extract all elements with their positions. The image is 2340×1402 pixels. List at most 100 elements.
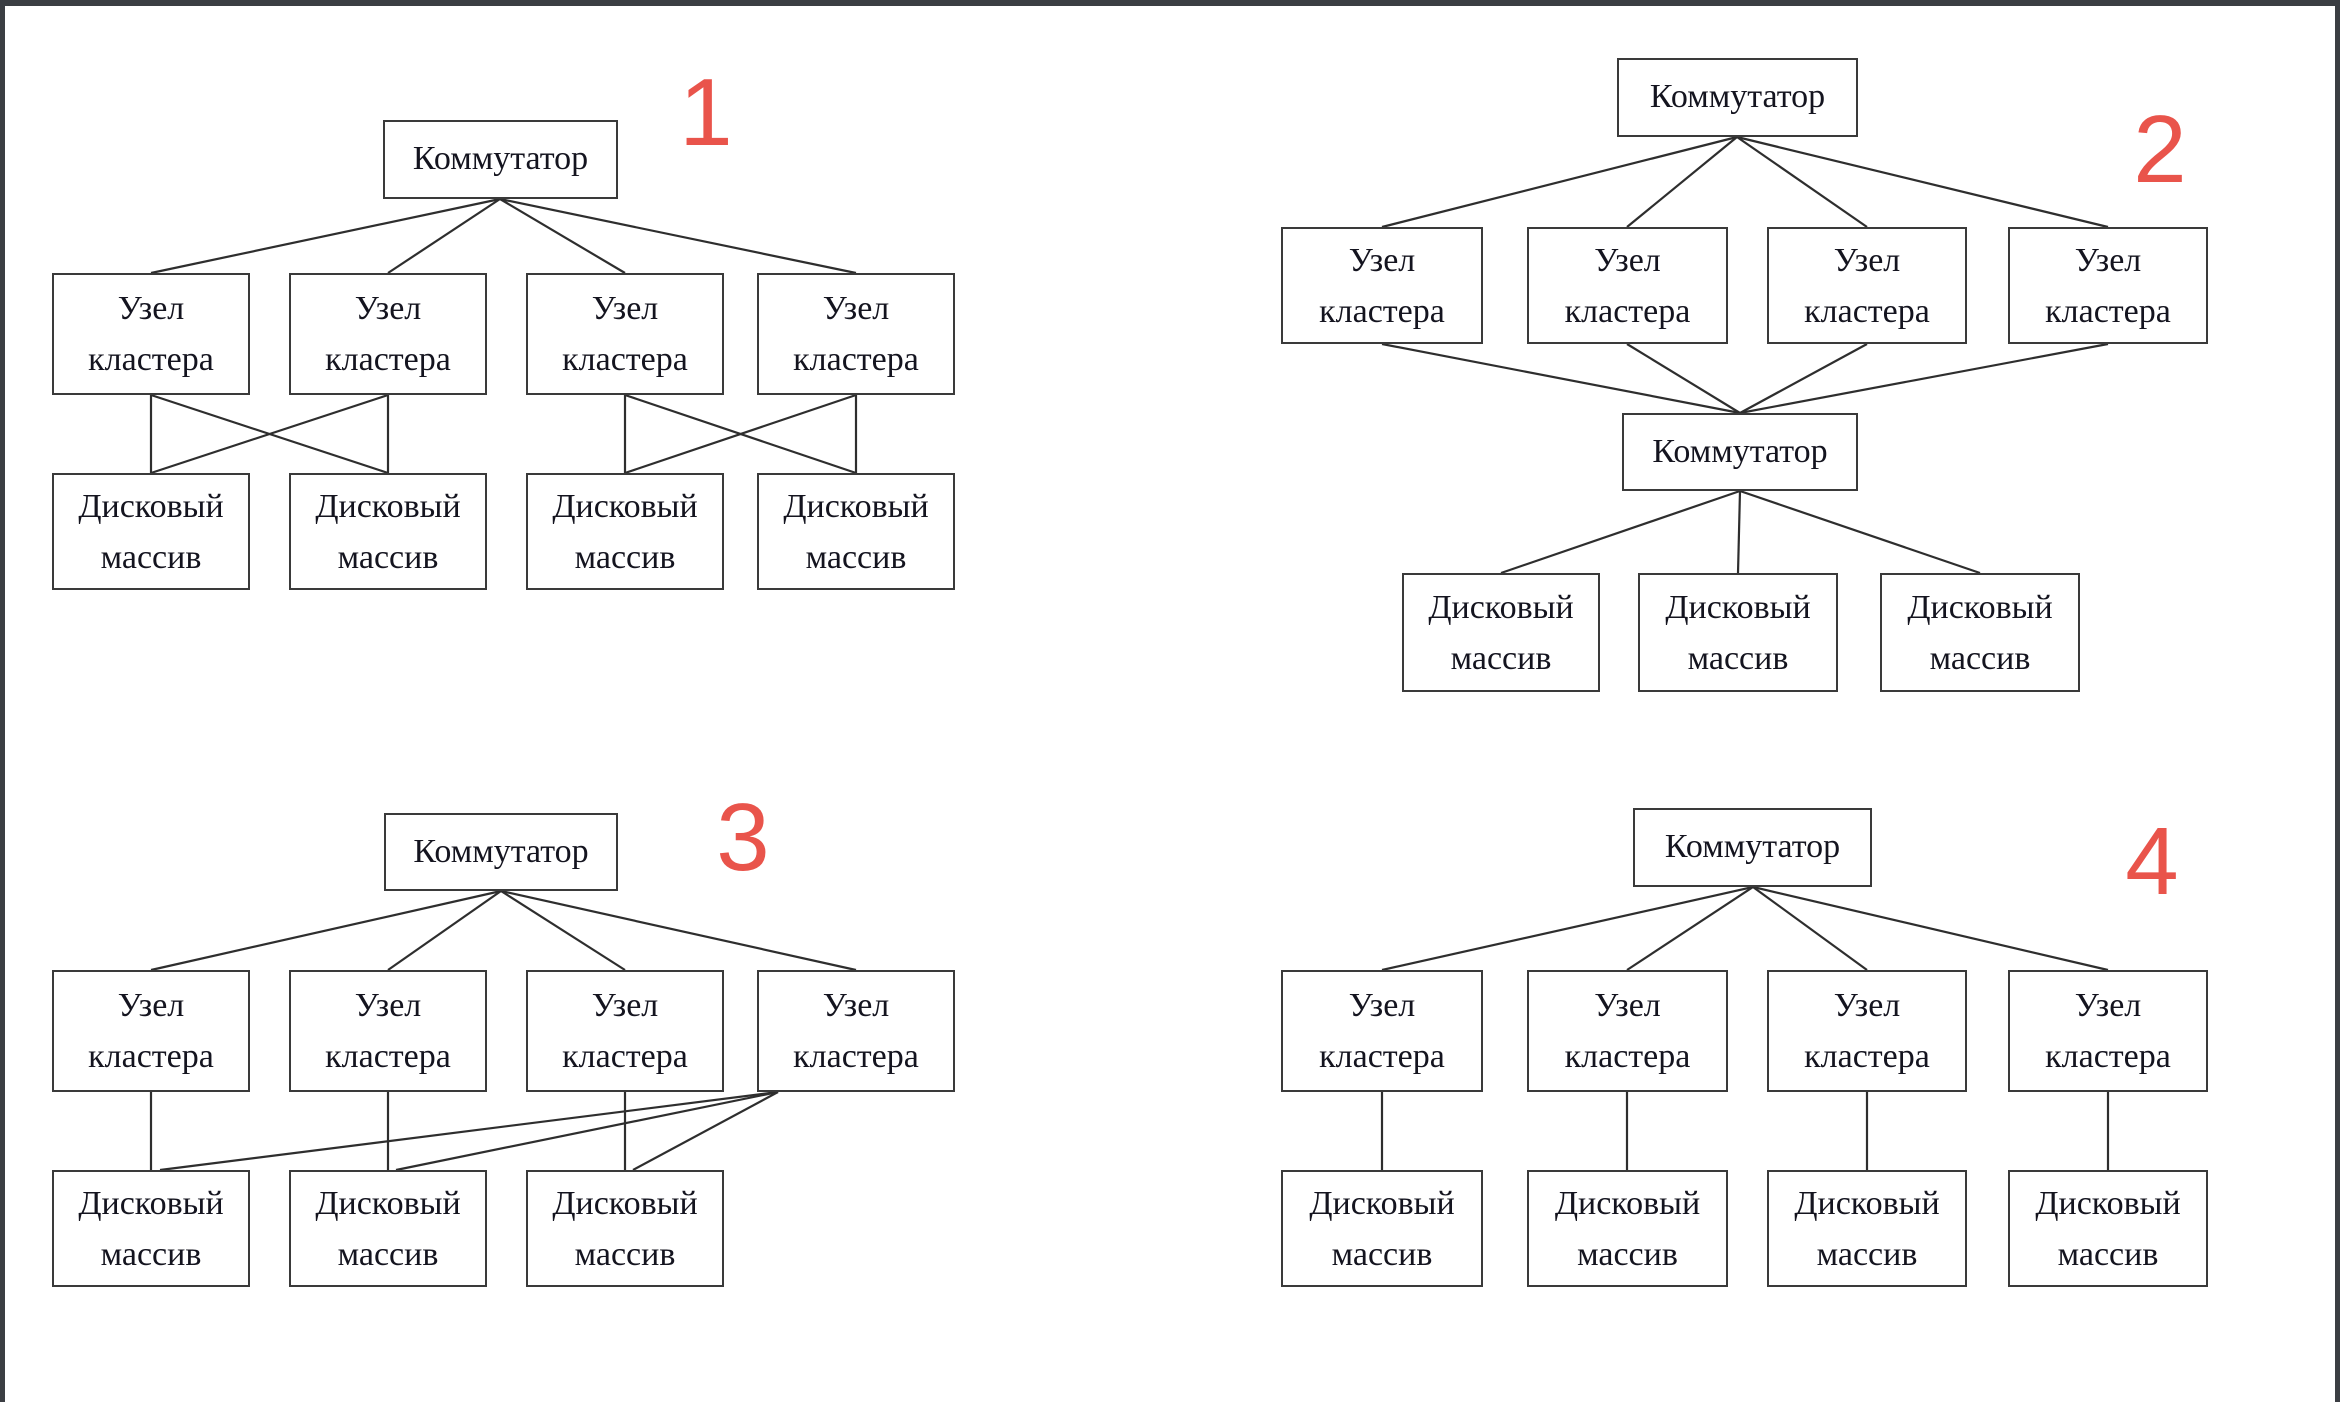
box-disk-array: Дисковый массив — [1880, 573, 2080, 692]
box-cluster-node: Узел кластера — [1767, 227, 1967, 344]
connection-line — [1752, 885, 2109, 972]
box-label: Коммутатор — [1652, 432, 1828, 470]
connection-line — [150, 197, 501, 275]
box-label: Коммутатор — [1664, 828, 1841, 866]
box-label: Коммутатор — [1649, 78, 1826, 116]
box-label: Дисковый массив — [552, 487, 698, 576]
box-label: Узел кластера — [325, 987, 451, 1075]
box-disk-array: Дисковый массив — [1402, 573, 1600, 692]
box-cluster-node: Узел кластера — [757, 970, 955, 1092]
connection-line — [1626, 886, 1754, 971]
box-label: Дисковый массив — [1907, 588, 2053, 677]
box-disk-array: Дисковый массив — [1638, 573, 1838, 692]
box-switch: Коммутатор — [1622, 413, 1858, 491]
box-disk-array: Дисковый массив — [1527, 1170, 1728, 1287]
box-disk-array: Дисковый массив — [52, 473, 250, 590]
box-disk-array: Дисковый массив — [757, 473, 955, 590]
connection-line — [1752, 886, 1868, 971]
connection-line — [499, 198, 626, 274]
box-label: Дисковый массив — [1665, 588, 1811, 677]
frame-left-border — [0, 0, 5, 1402]
box-label: Дисковый массив — [1554, 1184, 1701, 1273]
box-cluster-node: Узел кластера — [2008, 970, 2208, 1092]
box-cluster-node: Узел кластера — [526, 273, 724, 395]
box-label: Узел кластера — [325, 290, 451, 378]
box-label: Узел кластера — [1804, 987, 1930, 1075]
box-label: Дисковый массив — [1794, 1184, 1940, 1273]
connection-line — [1626, 343, 1741, 414]
box-label: Узел кластера — [2045, 987, 2171, 1075]
connection-line — [387, 198, 501, 274]
box-label: Узел кластера — [88, 987, 214, 1075]
box-label: Узел кластера — [793, 290, 919, 378]
connection-line — [1739, 342, 2109, 415]
box-disk-array: Дисковый массив — [2008, 1170, 2208, 1287]
connection-line — [1381, 342, 1741, 415]
connection-line — [1736, 136, 1868, 228]
box-disk-array: Дисковый массив — [1281, 1170, 1483, 1287]
box-disk-array: Дисковый массив — [289, 1170, 487, 1287]
box-cluster-node: Узел кластера — [1281, 227, 1483, 344]
box-label: Дисковый массив — [1309, 1184, 1455, 1273]
box-label: Узел кластера — [562, 290, 688, 378]
diagram-number-2: 2 — [2133, 96, 2187, 203]
connection-line — [1736, 135, 2109, 229]
box-label: Коммутатор — [412, 140, 589, 178]
connection-line — [1381, 135, 1738, 229]
diagram-number-4: 4 — [2125, 808, 2179, 915]
box-label: Узел кластера — [1319, 241, 1445, 330]
box-label: Узел кластера — [1319, 987, 1445, 1075]
box-cluster-node: Узел кластера — [1527, 227, 1728, 344]
box-switch: Коммутатор — [383, 120, 618, 199]
box-label: Дисковый массив — [78, 1184, 224, 1273]
connection-line — [150, 393, 389, 475]
box-cluster-node: Узел кластера — [757, 273, 955, 395]
connection-line — [150, 889, 502, 972]
connection-line — [624, 393, 857, 475]
diagram-number-3: 3 — [716, 784, 770, 891]
box-label: Дисковый массив — [1428, 588, 1574, 677]
box-cluster-node: Узел кластера — [52, 273, 250, 395]
box-label: Узел кластера — [793, 987, 919, 1075]
box-label: Узел кластера — [2045, 241, 2171, 330]
connection-line — [500, 889, 857, 972]
connection-line — [1626, 136, 1738, 228]
connection-line — [395, 1090, 779, 1172]
box-label: Узел кластера — [1564, 241, 1691, 330]
box-cluster-node: Узел кластера — [2008, 227, 2208, 344]
box-switch: Коммутатор — [1617, 58, 1858, 137]
box-label: Узел кластера — [88, 290, 214, 378]
box-switch: Коммутатор — [1633, 808, 1872, 887]
box-label: Узел кластера — [562, 987, 688, 1075]
box-cluster-node: Узел кластера — [1281, 970, 1483, 1092]
box-label: Дисковый массив — [78, 487, 224, 576]
box-label: Узел кластера — [1804, 241, 1930, 330]
connection-line — [632, 1091, 779, 1171]
box-label: Дисковый массив — [552, 1184, 698, 1273]
connection-line — [1736, 490, 1742, 574]
connection-line — [1381, 885, 1754, 972]
frame-right-border — [2335, 0, 2340, 1402]
box-label: Коммутатор — [413, 832, 589, 870]
connection-line — [159, 1090, 779, 1172]
box-cluster-node: Узел кластера — [289, 273, 487, 395]
box-disk-array: Дисковый массив — [1767, 1170, 1967, 1287]
connection-line — [1500, 489, 1741, 575]
box-disk-array: Дисковый массив — [526, 1170, 724, 1287]
box-disk-array: Дисковый массив — [526, 473, 724, 590]
box-label: Дисковый массив — [315, 487, 461, 576]
box-cluster-node: Узел кластера — [1767, 970, 1967, 1092]
box-disk-array: Дисковый массив — [52, 1170, 250, 1287]
box-cluster-node: Узел кластера — [1527, 970, 1728, 1092]
box-label: Дисковый массив — [315, 1184, 461, 1273]
box-label: Узел кластера — [1564, 987, 1691, 1075]
connection-line — [1739, 489, 1981, 575]
box-cluster-node: Узел кластера — [289, 970, 487, 1092]
connection-line — [499, 197, 857, 275]
connection-line — [500, 890, 626, 971]
box-switch: Коммутатор — [384, 813, 618, 891]
box-label: Дисковый массив — [2035, 1184, 2181, 1273]
box-cluster-node: Узел кластера — [52, 970, 250, 1092]
